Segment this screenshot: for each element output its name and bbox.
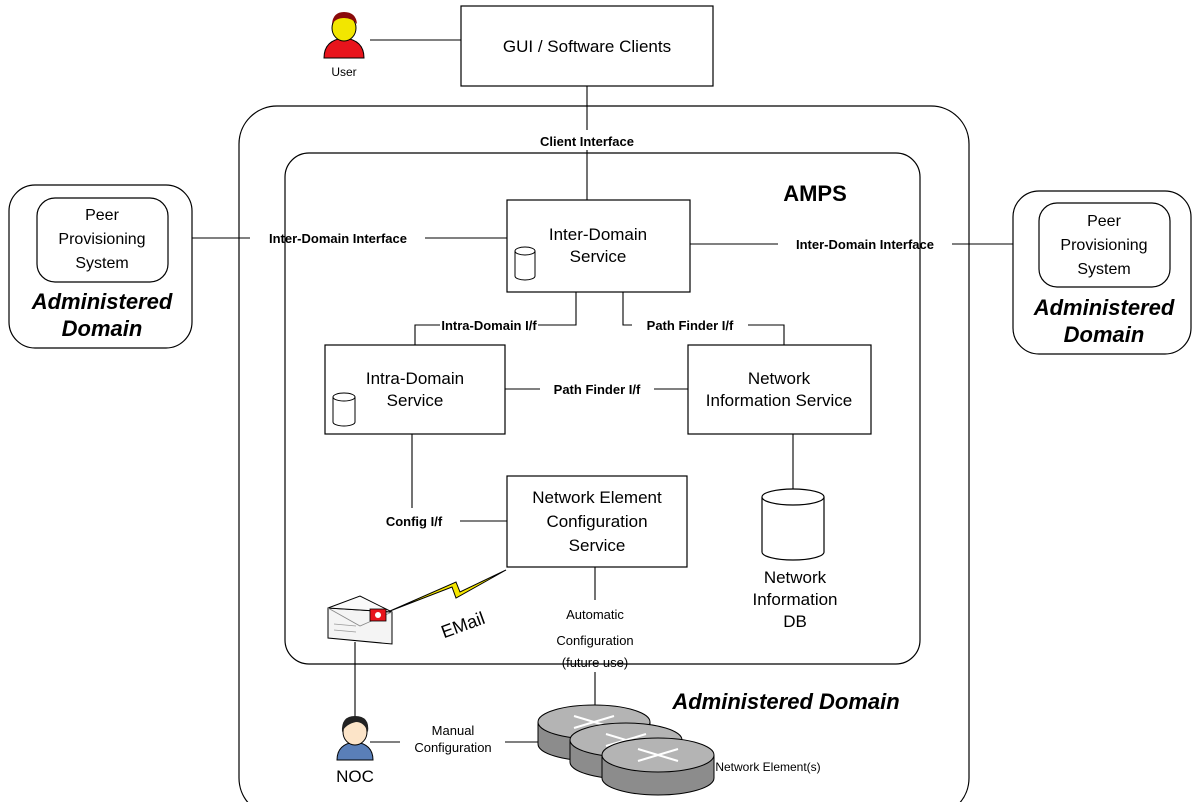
inter-domain-service-box[interactable]: [506, 199, 691, 293]
inter-domain-service-line2: Service: [570, 247, 627, 266]
database-icon: [332, 392, 356, 427]
auto-config-line2: Configuration: [556, 633, 633, 648]
network-information-db-line1: Network: [764, 568, 827, 587]
right-administered-line2: Domain: [1064, 322, 1145, 347]
auto-config-line1: Automatic: [566, 607, 624, 622]
intra-link-bottom: [414, 324, 440, 345]
network-information-service-line2: Information Service: [706, 391, 852, 410]
ne-config-service-line3: Service: [569, 536, 626, 555]
network-elements-label: Network Element(s): [715, 760, 820, 774]
administered-domain-label: Administered Domain: [671, 689, 899, 714]
user-label: User: [331, 65, 356, 79]
left-peer-line2: Provisioning: [58, 231, 145, 248]
database-icon: [514, 246, 536, 281]
right-peer-line2: Provisioning: [1060, 237, 1147, 254]
email-envelope-icon: [327, 595, 393, 645]
right-administered-line1: Administered: [1033, 295, 1175, 320]
left-administered-line2: Domain: [62, 316, 143, 341]
client-interface-label: Client Interface: [540, 134, 634, 149]
path-finder-if-mid-label: Path Finder I/f: [554, 382, 641, 397]
left-administered-line1: Administered: [31, 289, 173, 314]
inter-domain-interface-right-label: Inter-Domain Interface: [796, 237, 934, 252]
router-icon: [601, 737, 715, 796]
path-finder-if-top-label: Path Finder I/f: [647, 318, 734, 333]
intra-domain-if-label: Intra-Domain I/f: [441, 318, 537, 333]
config-if-label: Config I/f: [386, 514, 443, 529]
left-peer-line3: System: [75, 255, 128, 272]
manual-config-line2: Configuration: [414, 740, 491, 755]
auto-config-line3: (future use): [562, 655, 628, 670]
network-element-configuration-service-box[interactable]: [506, 475, 688, 568]
inter-domain-service-line1: Inter-Domain: [549, 225, 647, 244]
right-peer-line1: Peer: [1087, 213, 1121, 230]
administered-domain-container: [238, 105, 970, 802]
inter-domain-interface-left-label: Inter-Domain Interface: [269, 231, 407, 246]
manual-config-line1: Manual: [432, 723, 475, 738]
amps-container: [284, 152, 921, 665]
right-peer-provisioning-box[interactable]: [1038, 202, 1171, 288]
lightning-bolt-icon: [389, 569, 507, 612]
network-information-db-cylinder[interactable]: [761, 488, 825, 561]
intra-domain-service-line1: Intra-Domain: [366, 369, 464, 388]
left-peer-provisioning-box[interactable]: [36, 197, 169, 283]
amps-title: AMPS: [783, 181, 847, 206]
noc-label: NOC: [336, 767, 374, 786]
ne-config-service-line1: Network Element: [532, 488, 662, 507]
right-peer-line3: System: [1077, 261, 1130, 278]
path-finder-top-link-b: [748, 324, 785, 345]
gui-clients-label: GUI / Software Clients: [503, 37, 671, 56]
intra-domain-service-line2: Service: [387, 391, 444, 410]
network-information-service-line1: Network: [748, 369, 811, 388]
network-information-service-box[interactable]: [687, 344, 872, 435]
gui-clients-box[interactable]: [460, 5, 714, 87]
intra-link-top: [538, 292, 577, 326]
user-icon: [323, 12, 365, 59]
left-peer-line1: Peer: [85, 207, 119, 224]
noc-operator-icon: [336, 716, 374, 761]
ne-config-service-line2: Configuration: [546, 512, 647, 531]
network-information-db-line2: Information: [752, 590, 837, 609]
path-finder-top-link-a: [622, 292, 632, 326]
network-information-db-line3: DB: [783, 612, 807, 631]
email-label: EMail: [438, 608, 487, 642]
